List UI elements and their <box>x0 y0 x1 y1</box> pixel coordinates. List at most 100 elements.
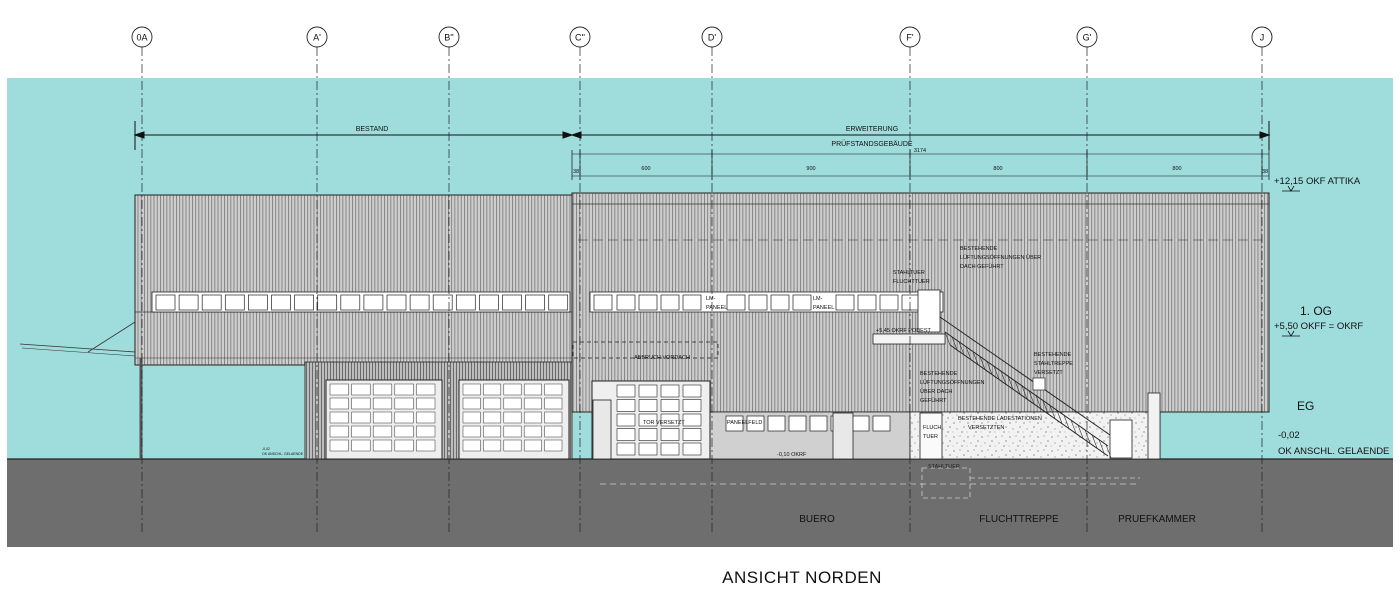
gate-panel <box>394 411 414 424</box>
note-stahltreppe-2: STAHLTREPPE <box>1034 361 1073 367</box>
window-pane <box>638 413 658 427</box>
gate-panel <box>416 425 436 438</box>
window-pane <box>638 442 658 456</box>
stair-step <box>1035 395 1042 409</box>
note-ladestationen-2: VERSETZTEN <box>968 425 1004 431</box>
window-pane <box>224 294 245 311</box>
gate-panel <box>544 411 563 424</box>
stair-step <box>1056 410 1063 424</box>
gate-panel <box>372 397 393 410</box>
note-lueftung-mid-1: BESTEHENDE <box>920 371 958 377</box>
gate-panel <box>416 383 436 396</box>
window-pane <box>363 294 384 311</box>
dim-seg-2: 600 <box>641 166 650 172</box>
axis-label: 0A <box>136 33 147 43</box>
gate-panel <box>523 411 542 424</box>
window-pane <box>432 294 453 311</box>
window-pane <box>660 428 680 441</box>
room-pruefkammer: PRUEFKAMMER <box>1118 514 1196 525</box>
gate-panel <box>503 439 522 452</box>
window-pane <box>770 294 790 311</box>
window-pane <box>767 415 786 432</box>
gate-panel <box>503 397 522 410</box>
stair-step <box>986 361 993 375</box>
axis-bubble <box>1251 26 1273 48</box>
drawing-title: ANSICHT NORDEN <box>722 568 882 587</box>
gate-panel <box>544 425 563 438</box>
window-pane <box>155 294 176 311</box>
stair-step <box>1042 400 1049 414</box>
window-pane <box>248 294 268 311</box>
label-bestand: BESTAND <box>356 126 389 133</box>
stair-step <box>1014 380 1021 395</box>
note-lueftung-top-1: BESTEHENDE <box>960 246 998 252</box>
gate-panel <box>372 383 393 396</box>
axis-label: A' <box>313 33 321 43</box>
gate-panel <box>329 383 349 396</box>
gate-panel <box>523 439 542 452</box>
gate-panel <box>483 383 502 396</box>
window-pane <box>638 428 658 441</box>
stair-step <box>1063 415 1070 429</box>
gate-panel <box>351 383 371 396</box>
window-pane <box>386 294 407 311</box>
gate-panel <box>394 439 414 452</box>
stair-step <box>1091 434 1098 449</box>
note-fluchttuer-2: TUER <box>923 434 938 440</box>
window-pane <box>616 294 636 311</box>
window-pane <box>616 413 636 427</box>
window-pane <box>455 294 476 311</box>
note-lm-paneel-1b: PANEEL <box>706 305 727 311</box>
gate-panel <box>351 397 371 410</box>
window-pane <box>682 413 702 427</box>
gate-panel <box>544 439 563 452</box>
gate-panel <box>329 425 349 438</box>
window-pane <box>616 442 636 456</box>
gate-panel <box>394 383 414 396</box>
window-pane <box>660 442 680 456</box>
note-stahltreppe-3: VERSETZT <box>1034 370 1063 376</box>
gate-panel <box>523 397 542 410</box>
room-fluchttreppe: FLUCHTTREPPE <box>979 514 1059 525</box>
stair-step <box>944 331 951 346</box>
window-pane <box>872 415 891 432</box>
stair-step <box>958 341 965 355</box>
window-pane <box>502 294 522 311</box>
window-pane <box>294 294 314 311</box>
note-landing: +5,45 OKRF PODEST <box>876 328 932 334</box>
note-stahltuer-below: STAHLTUER <box>928 464 960 470</box>
window-pane <box>616 399 636 412</box>
window-pane <box>879 294 899 311</box>
stair-step <box>951 336 958 351</box>
window-pane <box>616 384 636 398</box>
axis-label: B'' <box>444 33 454 43</box>
stair-step <box>993 366 1000 380</box>
stair-step <box>1070 420 1077 434</box>
doors <box>592 289 943 460</box>
dim-total: 3174 <box>914 148 926 154</box>
window-pane <box>682 442 702 456</box>
gate-panel <box>503 425 522 438</box>
gate-panel <box>544 383 563 396</box>
axis-label: J <box>1260 33 1265 43</box>
window-pane <box>682 399 702 412</box>
gate-panel <box>394 425 414 438</box>
window-pane <box>201 294 222 311</box>
level-attika: +12,15 OKF ATTIKA <box>1274 176 1361 187</box>
window-pane <box>725 415 744 432</box>
stair-step <box>979 356 986 370</box>
note-lm-paneel-2a: LM- <box>813 296 823 302</box>
window-pane <box>851 415 870 432</box>
axis-bubble <box>306 26 328 48</box>
window-pane <box>178 294 199 311</box>
window-pane <box>857 294 877 311</box>
gate-panel <box>462 397 481 410</box>
stair-step <box>1049 405 1056 419</box>
level-markers <box>1282 185 1300 337</box>
stair-step <box>1084 429 1091 444</box>
note-ground-small-1: -0,02 <box>262 447 270 451</box>
bestand-window-row <box>155 294 569 311</box>
gate-panel <box>351 439 371 452</box>
window-pane <box>835 294 855 311</box>
room-buero: BUERO <box>799 514 835 525</box>
